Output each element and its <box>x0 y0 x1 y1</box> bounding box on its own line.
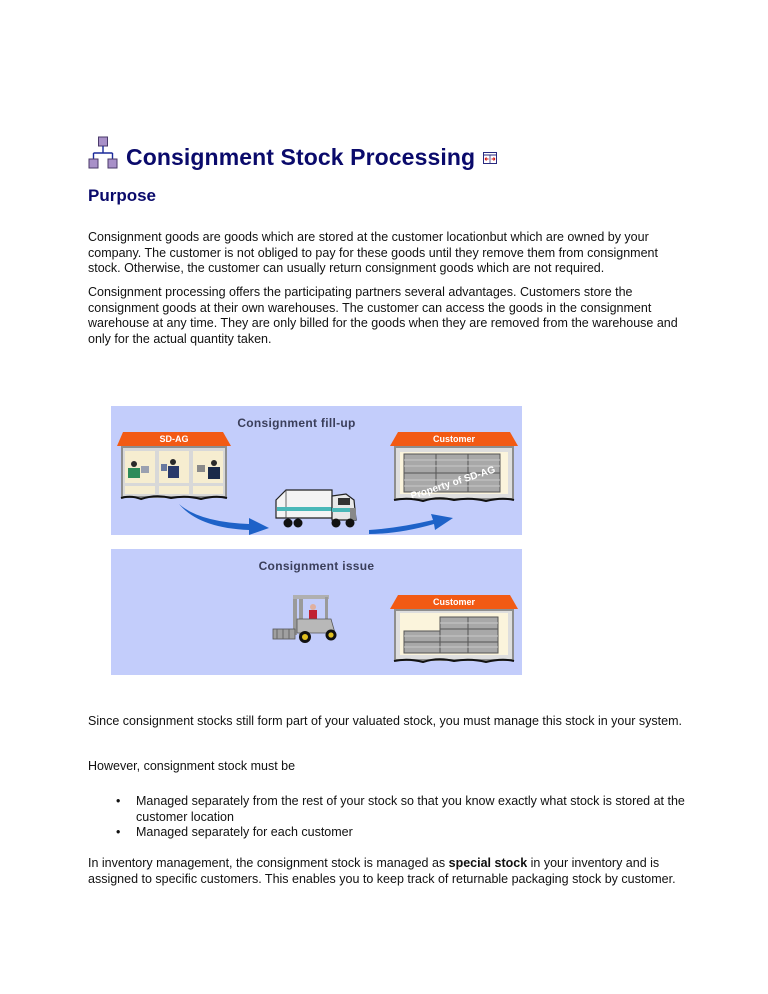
list-item-text: Managed separately for each customer <box>136 825 353 839</box>
paragraph-consignment-goods: Consignment goods are goods which are st… <box>88 230 658 275</box>
list-item: • Managed separately for each customer <box>88 825 688 841</box>
page-title: Consignment Stock Processing <box>88 130 498 170</box>
office-worker-icon <box>128 459 220 479</box>
expand-arrows-icon[interactable] <box>483 152 498 164</box>
bullet-icon: • <box>116 794 121 808</box>
stacked-goods-icon <box>403 616 499 654</box>
svg-text:SD-AG: SD-AG <box>160 434 189 444</box>
svg-text:Customer: Customer <box>433 597 476 607</box>
customer-warehouse-icon: Customer <box>390 595 518 664</box>
figure-caption: Consignment fill-up <box>237 416 356 430</box>
paragraph-however: However, consignment stock must be <box>88 759 296 773</box>
arrow-right-icon <box>369 514 453 534</box>
truck-icon <box>275 489 357 528</box>
list-item: • Managed separately from the rest of yo… <box>88 794 688 825</box>
page-title-text: Consignment Stock Processing <box>126 144 476 170</box>
bullet-icon: • <box>116 825 121 839</box>
figure-caption: Consignment issue <box>258 559 375 573</box>
figure-consignment-fill-up: Consignment fill-up SD-AG <box>111 406 522 535</box>
list-item-text: Managed separately from the rest of your… <box>136 794 685 824</box>
svg-text:Customer: Customer <box>433 434 476 444</box>
paragraph-advantages: Consignment processing offers the partic… <box>88 285 678 346</box>
stacked-goods-icon <box>403 453 501 493</box>
arrow-right-icon <box>179 504 269 535</box>
section-heading-purpose: Purpose <box>88 186 157 205</box>
forklift-icon <box>272 595 337 643</box>
paragraph-valuated-stock: Since consignment stocks still form part… <box>88 714 682 728</box>
special-stock-term: special stock <box>448 856 528 870</box>
customer-warehouse-icon: Property of SD-AG Customer <box>390 432 518 502</box>
sd-ag-building-icon: SD-AG <box>117 432 231 501</box>
bullet-list: • Managed separately from the rest of yo… <box>88 794 688 841</box>
hierarchy-icon <box>88 136 118 169</box>
figure-consignment-issue: Consignment issue <box>111 549 522 675</box>
paragraph-special-stock: In inventory management, the consignment… <box>88 856 676 886</box>
